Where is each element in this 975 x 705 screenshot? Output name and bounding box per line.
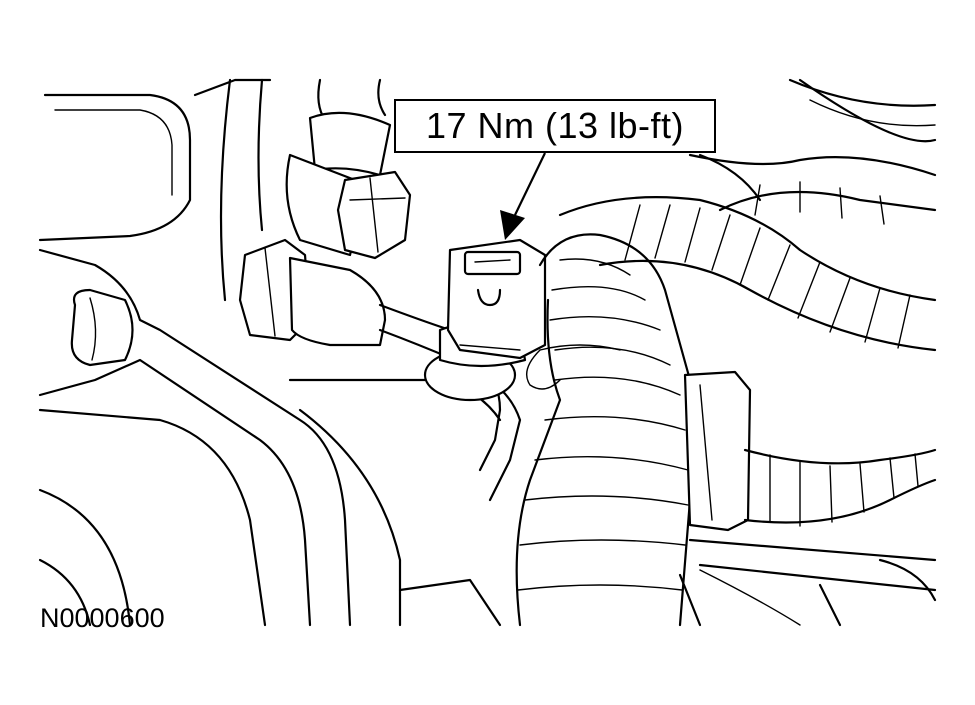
upper-fitting xyxy=(285,78,412,260)
wiring-harness-lower xyxy=(683,370,937,532)
sensor-wire xyxy=(526,344,621,390)
callout-leader-arrow xyxy=(500,152,546,240)
wiring-harness-right xyxy=(558,153,937,352)
figure-id: N0000600 xyxy=(40,603,165,633)
torque-callout: 17 Nm (13 lb-ft) xyxy=(394,99,716,153)
fuel-line-left xyxy=(38,248,352,627)
torque-label: 17 Nm (13 lb-ft) xyxy=(425,105,685,146)
sensor-connector xyxy=(423,238,547,402)
